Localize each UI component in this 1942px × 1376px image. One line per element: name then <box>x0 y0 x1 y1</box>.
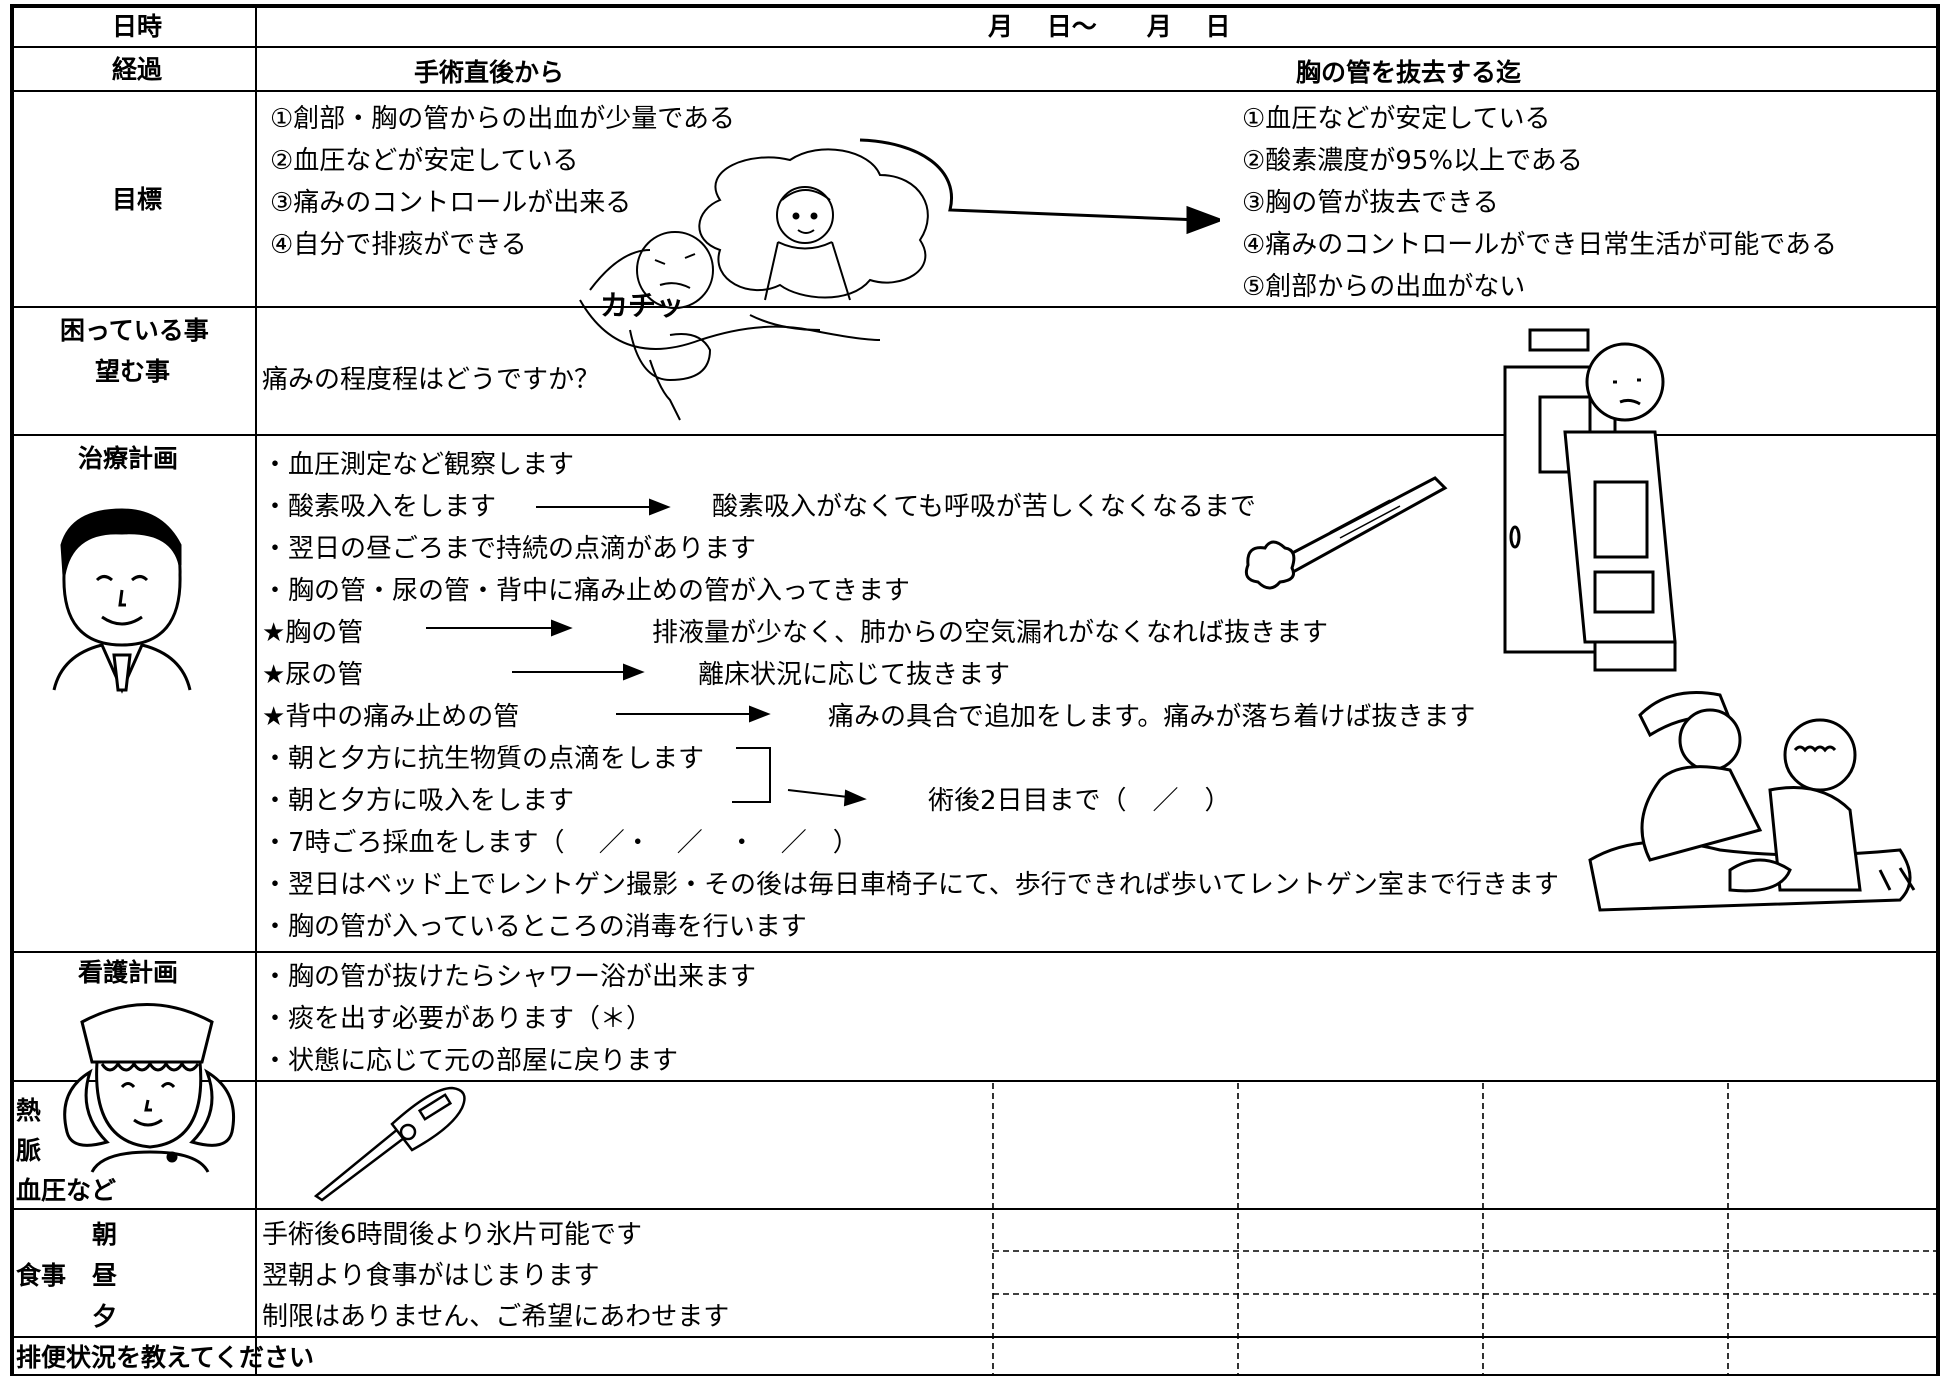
goal-right-3: ③胸の管が抜去できる <box>1242 188 1499 218</box>
vitals-label-bp: 血圧など <box>16 1176 117 1205</box>
goal-right-4: ④痛みのコントロールができ日常生活が可能である <box>1242 230 1838 260</box>
treatment-line-3: ・翌日の昼ごろまで持続の点滴があります <box>262 534 757 564</box>
nurse-icon <box>63 1003 236 1173</box>
treatment-result-9: 術後2日目まで（ ／ ） <box>928 786 1231 816</box>
treatment-line-4: ・胸の管・尿の管・背中に痛み止めの管が入ってきます <box>262 576 910 606</box>
treatment-result-5: 排液量が少なく、肺からの空気漏れがなくなれば抜きます <box>652 618 1329 648</box>
treatment-line-10: ・7時ごろ採血をします（ ／・ ／ ・ ／ ） <box>262 828 859 858</box>
meal-morning-text: 手術後6時間後より氷片可能です <box>262 1220 643 1250</box>
doctor-icon <box>52 508 192 694</box>
meal-morning-label: 朝 <box>92 1220 118 1249</box>
treatment-line-7: ★背中の痛み止めの管 <box>262 702 520 732</box>
meal-evening-label: 夕 <box>92 1302 118 1331</box>
concerns-text: 痛みの程度程はどうですか？ <box>262 365 601 395</box>
goal-left-2: ②血圧などが安定している <box>270 146 579 176</box>
treatment-line-1: ・血圧測定など観察します <box>262 450 575 480</box>
tweezers-icon <box>1244 476 1448 590</box>
treatment-line-9: ・朝と夕方に吸入をします <box>262 786 575 816</box>
goal-right-5: ⑤創部からの出血がない <box>1242 272 1526 302</box>
meal-label: 食事 <box>16 1261 67 1290</box>
concerns-label-1: 困っている事 <box>60 316 209 345</box>
column-title-left: 手術直後から <box>414 58 565 87</box>
treatment-result-7: 痛みの具合で追加をします。痛みが落ち着けば抜きます <box>828 702 1476 732</box>
treatment-result-2: 酸素吸入がなくても呼吸が苦しくなくなるまで <box>712 492 1256 522</box>
patient-dreaming-icon: カチッ <box>579 138 1220 421</box>
goal-right-1: ①血圧などが安定している <box>1242 104 1551 134</box>
treatment-result-6: 離床状況に応じて抜きます <box>698 660 1011 690</box>
concerns-label-2: 望む事 <box>95 357 171 386</box>
goal-left-1: ①創部・胸の管からの出血が少量である <box>270 104 736 134</box>
meal-noon-label: 昼 <box>92 1261 118 1290</box>
goal-right-2: ②酸素濃度が95%以上である <box>1242 146 1583 176</box>
column-title-right: 胸の管を抜去する迄 <box>1296 58 1522 87</box>
meal-evening-text: 制限はありません、ご希望にあわせます <box>262 1302 730 1332</box>
progress-label: 経過 <box>112 55 163 84</box>
treatment-line-2: ・酸素吸入をします <box>262 492 497 522</box>
date-label: 日時 <box>112 12 163 41</box>
bowel-label: 排便状況を教えてください <box>16 1343 315 1372</box>
nursing-label: 看護計画 <box>78 958 179 987</box>
date-range: 月 日～ 月 日 <box>988 12 1231 41</box>
meal-noon-text: 翌朝より食事がはじまります <box>262 1261 600 1291</box>
goal-left-3: ③痛みのコントロールが出来る <box>270 188 632 218</box>
nursing-line-1: ・胸の管が抜けたらシャワー浴が出来ます <box>262 962 757 992</box>
nurse-patient-icon <box>1588 691 1916 912</box>
nursing-line-2: ・痰を出す必要があります（＊） <box>262 1004 653 1034</box>
goal-left-4: ④自分で排痰ができる <box>270 230 527 260</box>
treatment-line-11: ・翌日はベッド上でレントゲン撮影・その後は毎日車椅子にて、歩行できれば歩いてレン… <box>262 870 1557 900</box>
nursing-line-3: ・状態に応じて元の部屋に戻ります <box>262 1046 679 1076</box>
drainage-unit-icon <box>1503 328 1677 672</box>
vitals-label-fever: 熱 <box>16 1096 42 1125</box>
treatment-label: 治療計画 <box>78 444 179 473</box>
sfx-click: カチッ <box>600 289 684 322</box>
goals-label: 目標 <box>112 185 163 214</box>
thermometer-icon <box>313 1086 466 1202</box>
treatment-line-8: ・朝と夕方に抗生物質の点滴をします <box>262 744 705 774</box>
treatment-line-12: ・胸の管が入っているところの消毒を行います <box>262 912 807 942</box>
treatment-line-5: ★胸の管 <box>262 618 364 648</box>
treatment-line-6: ★尿の管 <box>262 660 364 690</box>
vitals-label-pulse: 脈 <box>16 1136 42 1165</box>
